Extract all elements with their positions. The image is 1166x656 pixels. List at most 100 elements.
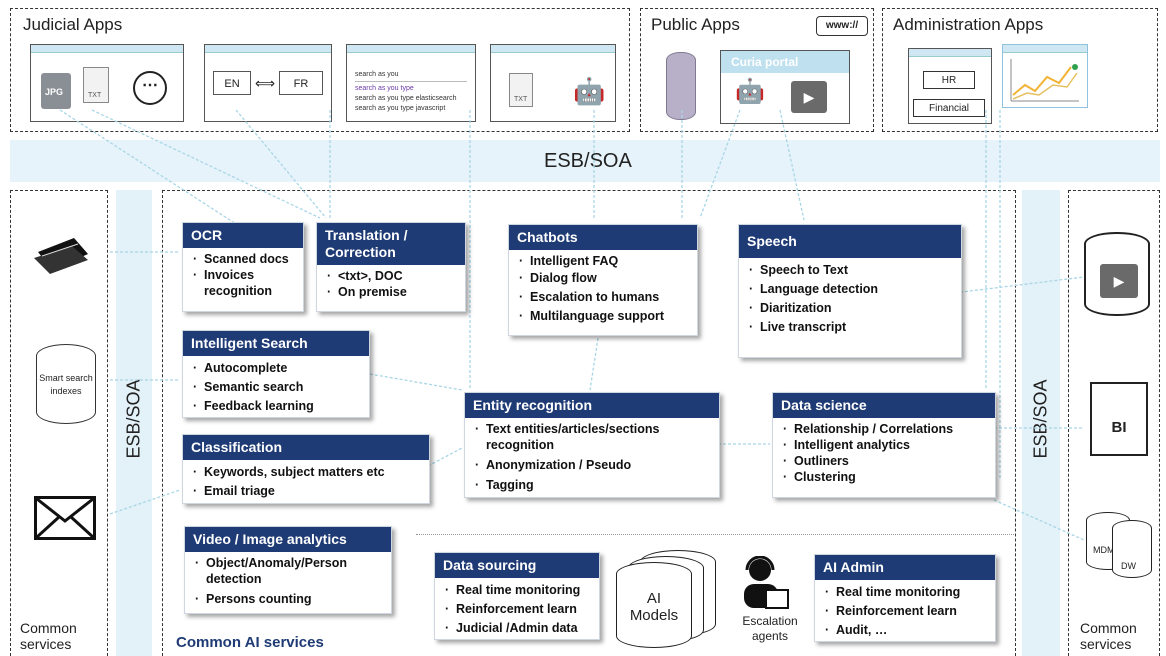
entity-item: Anonymization / Pseudo	[473, 457, 711, 473]
common-ai-services-group	[162, 190, 1016, 656]
swap-arrows-icon: ⟺	[255, 75, 276, 91]
entity-recognition-card[interactable]: Entity recognition Text entities/article…	[464, 392, 720, 498]
ocr-item: Scanned docs	[191, 251, 295, 267]
microphone-video-icon: ▶	[1100, 264, 1138, 298]
common-services-right-group	[1068, 190, 1160, 656]
envelope-icon	[34, 496, 96, 540]
chatbots-card[interactable]: Chatbots Intelligent FAQ Dialog flow Esc…	[508, 224, 698, 336]
common-services-right-label: Common services	[1080, 620, 1137, 652]
chatbots-card-title: Chatbots	[509, 225, 697, 250]
search-item: Feedback learning	[191, 397, 361, 416]
video-item: Object/Anomaly/Person detection	[193, 555, 383, 587]
smart-search-database-icon	[36, 344, 96, 424]
datascience-item: Outliners	[781, 453, 987, 469]
classification-card-title: Classification	[183, 435, 429, 460]
hr-box: HR	[923, 71, 975, 89]
sourcing-item: Reinforcement learn	[443, 600, 591, 619]
translation-card[interactable]: Translation / Correction <txt>, DOC On p…	[316, 222, 466, 312]
intelligent-search-card[interactable]: Intelligent Search Autocomplete Semantic…	[182, 330, 370, 418]
speech-item: Live transcript	[747, 318, 953, 337]
speech-item: Speech to Text	[747, 261, 953, 280]
search-suggestion-2: search as you type	[355, 85, 414, 92]
ocr-card[interactable]: OCR Scanned docs Invoices recognition	[182, 222, 304, 312]
datascience-item: Relationship / Correlations	[781, 421, 987, 437]
robot-icon: 🤖	[573, 76, 606, 106]
txt-file-icon: TXT	[83, 67, 109, 103]
sourcing-item: Judicial /Admin data	[443, 619, 591, 638]
data-sourcing-card[interactable]: Data sourcing Real time monitoring Reinf…	[434, 552, 600, 640]
public-apps-group: Public Apps	[640, 8, 874, 132]
chatbot-app-window[interactable]: TXT 🤖	[490, 44, 616, 122]
entity-item: Text entities/articles/sections recognit…	[473, 421, 711, 453]
aiadmin-item: Reinforcement learn	[823, 602, 987, 621]
data-sourcing-card-title: Data sourcing	[435, 553, 599, 578]
search-item: Semantic search	[191, 378, 361, 397]
sourcing-item: Real time monitoring	[443, 581, 591, 600]
judicial-apps-title: Judicial Apps	[23, 15, 123, 34]
ocr-app-window[interactable]: JPG TXT ⋯	[30, 44, 184, 122]
data-science-card-title: Data science	[773, 393, 995, 418]
curia-portal-window[interactable]: Curia portal 🤖 ▶	[720, 50, 850, 124]
esb-soa-top-label: ESB/SOA	[544, 150, 632, 172]
chat-bubble-icon: ⋯	[133, 71, 167, 105]
entity-recognition-card-title: Entity recognition	[465, 393, 719, 418]
translation-app-window[interactable]: EN ⟺ FR	[204, 44, 332, 122]
esb-soa-right-bar	[1022, 190, 1060, 656]
classification-item: Email triage	[191, 482, 421, 501]
section-divider	[416, 534, 1014, 535]
datascience-item: Clustering	[781, 469, 987, 485]
search-item: Autocomplete	[191, 359, 361, 378]
chatbots-item: Intelligent FAQ	[517, 253, 689, 269]
fr-box: FR	[279, 71, 323, 95]
scanner-icon	[32, 232, 92, 276]
ai-models-label: AI Models	[629, 590, 679, 624]
classification-item: Keywords, subject matters etc	[191, 463, 421, 482]
smart-search-label: Smart search indexes	[39, 373, 93, 396]
dw-database-icon: DW	[1112, 520, 1152, 578]
video-item: Persons counting	[193, 591, 383, 607]
datascience-item: Intelligent analytics	[781, 437, 987, 453]
trend-chart-icon	[1010, 59, 1079, 102]
chatbots-item: Escalation to humans	[517, 288, 689, 307]
video-card-title: Video / Image analytics	[185, 527, 391, 552]
financial-box: Financial	[913, 99, 985, 117]
escalation-agents-label: Escalation agents	[742, 614, 798, 643]
analytics-chart-window[interactable]	[1002, 44, 1088, 108]
robot-icon: 🤖	[735, 78, 765, 105]
txt-file-icon: TXT	[509, 73, 533, 107]
speech-item: Language detection	[747, 280, 953, 299]
translation-item: <txt>, DOC	[325, 268, 457, 284]
data-science-card[interactable]: Data science Relationship / Correlations…	[772, 392, 996, 498]
translation-card-title: Translation / Correction	[317, 223, 465, 265]
www-icon: www://	[816, 16, 868, 36]
public-apps-title: Public Apps	[651, 15, 740, 34]
speech-card[interactable]: Speech Speech to Text Language detection…	[738, 224, 962, 358]
aiadmin-item: Real time monitoring	[823, 583, 987, 602]
search-app-window[interactable]: search as you search as you type search …	[346, 44, 476, 122]
entity-item: Tagging	[473, 477, 711, 493]
media-database-icon: ▶	[1084, 232, 1150, 316]
esb-soa-right-label: ESB/SOA	[1030, 379, 1051, 459]
intelligent-search-card-title: Intelligent Search	[183, 331, 369, 356]
curia-portal-header: Curia portal	[721, 51, 849, 73]
search-divider	[355, 81, 467, 82]
chatbots-item: Multilanguage support	[517, 307, 689, 326]
hr-financial-window[interactable]: HR Financial	[908, 48, 992, 124]
ocr-item: Invoices recognition	[191, 267, 295, 299]
speech-card-title: Speech	[739, 225, 961, 258]
ai-admin-card-title: AI Admin	[815, 555, 995, 580]
video-clapper-icon: ▶	[791, 81, 827, 113]
common-services-left-group	[10, 190, 108, 656]
en-box: EN	[213, 71, 251, 95]
bi-box[interactable]: BI	[1090, 382, 1148, 456]
speech-item: Diaritization	[747, 299, 953, 318]
ai-admin-card[interactable]: AI Admin Real time monitoring Reinforcem…	[814, 554, 996, 642]
smart-speaker-icon	[666, 52, 696, 120]
classification-card[interactable]: Classification Keywords, subject matters…	[182, 434, 430, 504]
common-services-left-label: Common services	[20, 620, 77, 652]
administration-apps-title: Administration Apps	[893, 15, 1044, 34]
ai-models-database-icon: AI Models	[612, 548, 722, 648]
video-image-analytics-card[interactable]: Video / Image analytics Object/Anomaly/P…	[184, 526, 392, 614]
esb-soa-left-bar	[116, 190, 152, 656]
chatbots-item: Dialog flow	[517, 269, 689, 288]
